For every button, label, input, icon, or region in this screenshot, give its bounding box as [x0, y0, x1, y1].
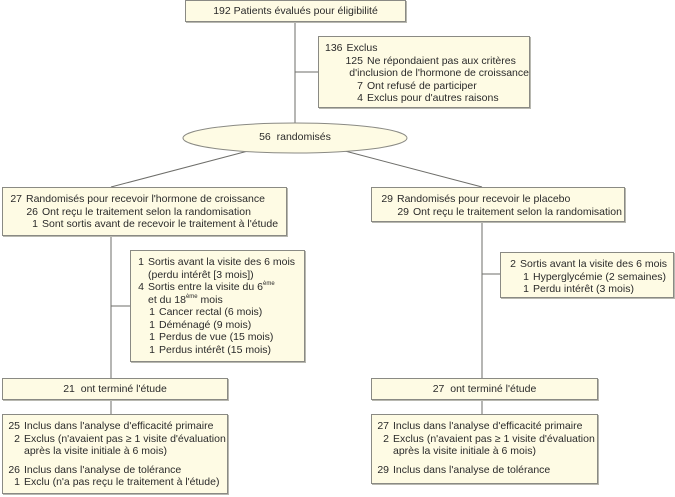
- connector-to-placebo-arm: [344, 150, 483, 188]
- gh-efficacy-excl-label-cont: après la visite initiale à 6 mois): [24, 445, 167, 457]
- gh-allocation-box: 27 Randomisés pour recevoir l'hormone de …: [2, 187, 287, 236]
- gh-withdrawal-sub-label: Perdus intérêt (15 mois): [159, 343, 272, 356]
- gh-withdrawal-sub-count: 1: [149, 343, 155, 356]
- gh-safety-count: 26: [8, 463, 20, 476]
- excluded-item-count: 7: [357, 79, 363, 92]
- placebo-withdrawals-box: 2 Sortis avant la visite des 6 mois 1 Hype…: [500, 252, 674, 298]
- placebo-completed-box: 27 ont terminé l'étude: [371, 378, 598, 400]
- placebo-analysis-box: 27 Inclus dans l'analyse d'efficacité pri…: [371, 414, 598, 484]
- gh-withdrawal-count: 1: [138, 256, 144, 268]
- gh-safety-excl-count: 1: [14, 476, 20, 488]
- excluded-item-label: Ne répondaient pas aux critères: [367, 54, 516, 67]
- gh-withdrawal-sub-label: Déménagé (9 mois): [159, 318, 252, 331]
- gh-allocation-item-label: Sont sortis avant de recevoir le traitem…: [42, 218, 279, 230]
- gh-allocation-count: 27: [10, 193, 22, 205]
- gh-withdrawal-sub-label: Cancer rectal (6 mois): [159, 306, 263, 318]
- placebo-efficacy-excl-count: 2: [383, 432, 389, 445]
- gh-withdrawal-label-cont: (perdu intérêt [3 mois]): [148, 268, 254, 281]
- gh-withdrawal-label: Sortis entre la visite du 6ème: [148, 281, 275, 293]
- gh-withdrawal-label: Sortis avant la visite des 6 mois: [148, 256, 296, 268]
- gh-safety-label: Inclus dans l'analyse de tolérance: [24, 463, 182, 476]
- gh-allocation-item-count: 26: [26, 205, 38, 218]
- placebo-allocation-count: 29: [381, 193, 393, 205]
- gh-withdrawal-count: 4: [138, 281, 144, 293]
- placebo-efficacy-excl-label: Exclus (n'avaient pas ≥ 1 visite d'évalu…: [393, 432, 595, 445]
- excluded-count: 136: [325, 42, 343, 54]
- gh-completed-label: ont terminé l'étude: [80, 383, 167, 395]
- placebo-efficacy-excl-label-cont: après la visite initiale à 6 mois): [393, 445, 536, 457]
- screening-label: Patients évalués pour éligibilité: [233, 5, 378, 17]
- gh-efficacy-excl-count: 2: [14, 432, 20, 445]
- placebo-withdrawal-sub-label: Hyperglycémie (2 semaines): [533, 270, 667, 283]
- excluded-label: Exclus: [346, 42, 378, 54]
- gh-allocation-item-count: 1: [32, 218, 38, 230]
- placebo-completed-label: ont terminé l'étude: [450, 383, 537, 395]
- placebo-withdrawal-sub-count: 1: [523, 283, 529, 295]
- placebo-withdrawal-count: 2: [510, 258, 516, 270]
- gh-withdrawal-label-cont: et du 18ème mois: [148, 293, 223, 306]
- placebo-efficacy-count: 27: [377, 420, 389, 432]
- connector-to-gh-arm: [110, 150, 249, 188]
- gh-completed-box: 21 ont terminé l'étude: [2, 378, 228, 400]
- placebo-allocation-label: Randomisés pour recevoir le placebo: [397, 193, 571, 205]
- gh-completed-count: 21: [63, 383, 75, 395]
- gh-withdrawal-sub-count: 1: [149, 318, 155, 331]
- screening-count: 192: [213, 5, 231, 17]
- excluded-item-label: Exclus pour d'autres raisons: [367, 92, 499, 104]
- placebo-withdrawal-sub-label: Perdu intérêt (3 mois): [533, 283, 634, 295]
- placebo-completed-count: 27: [432, 383, 445, 395]
- placebo-safety-label: Inclus dans l'analyse de tolérance: [393, 463, 551, 476]
- excluded-item-count: 125: [345, 54, 363, 67]
- placebo-allocation-item-label: Ont reçu le traitement selon la randomis…: [413, 205, 622, 218]
- excluded-item-label-cont: d'inclusion de l'hormone de croissance: [349, 67, 529, 79]
- gh-withdrawals-box: 1 Sortis avant la visite des 6 mois (perd…: [130, 250, 305, 362]
- randomized-text: randomisés: [276, 131, 331, 143]
- gh-safety-excl-label: Exclu (n'a pas reçu le traitement à l'ét…: [24, 476, 220, 488]
- placebo-safety-count: 29: [377, 463, 389, 476]
- gh-efficacy-label: Inclus dans l'analyse d'efficacité prima…: [24, 420, 214, 432]
- gh-withdrawal-sub-count: 1: [149, 306, 155, 318]
- gh-analysis-box: 25 Inclus dans l'analyse d'efficacité pri…: [2, 414, 228, 494]
- gh-allocation-label: Randomisés pour recevoir l'hormone de cr…: [26, 193, 265, 205]
- randomized-label: 56 randomisés: [183, 131, 407, 143]
- excluded-item-label: Ont refusé de participer: [367, 79, 477, 92]
- gh-efficacy-count: 25: [8, 420, 20, 432]
- randomized-ellipse: [182, 122, 408, 154]
- gh-efficacy-excl-label: Exclus (n'avaient pas ≥ 1 visite d'évalu…: [24, 432, 226, 445]
- gh-allocation-item-label: Ont reçu le traitement selon la randomis…: [42, 205, 251, 218]
- placebo-withdrawal-label: Sortis avant la visite des 6 mois: [520, 258, 668, 270]
- excluded-item-count: 4: [357, 92, 363, 104]
- gh-withdrawal-sub-count: 1: [149, 331, 155, 343]
- randomized-count: 56: [259, 131, 271, 143]
- placebo-efficacy-label: Inclus dans l'analyse d'efficacité prima…: [393, 420, 583, 432]
- placebo-allocation-item-count: 29: [397, 205, 409, 218]
- screening-box: 192 Patients évalués pour éligibilité: [185, 0, 406, 22]
- placebo-withdrawal-sub-count: 1: [523, 270, 529, 283]
- gh-withdrawal-sub-label: Perdus de vue (15 mois): [159, 331, 274, 343]
